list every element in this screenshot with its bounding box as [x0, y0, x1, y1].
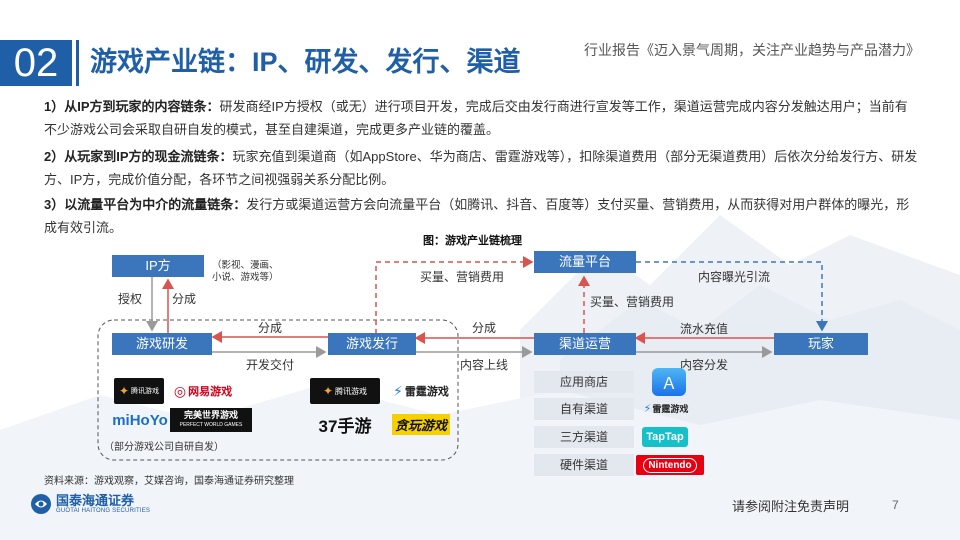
netease-games-logo: ◎网易游戏 [173, 382, 233, 399]
paragraph-lead: 1）从IP方到玩家的内容链条： [44, 99, 220, 114]
channel-hardware: 硬件渠道 [534, 454, 634, 476]
brand-name-en: GUOTAI HAITONG SECURITIES [56, 508, 151, 514]
disclaimer-note: 请参阅附注免责声明 [732, 499, 850, 514]
self-dev-note: （部分游戏公司自研自发） [104, 442, 224, 453]
label-dev-deliver: 开发交付 [246, 358, 295, 372]
label-share-channel-pub: 分成 [472, 321, 497, 335]
report-subtitle: 行业报告《迈入景气周期，关注产业趋势与产品潜力》 [584, 42, 920, 58]
label-share-pub-dev: 分成 [258, 321, 283, 335]
label-share-ip: 分成 [172, 292, 197, 306]
node-game-publish: 游戏发行 [328, 333, 416, 355]
paragraph-lead: 3）以流量平台为中介的流量链条： [44, 197, 247, 212]
page-title: 游戏产业链：IP、研发、发行、渠道 [90, 47, 521, 77]
taptap-logo: TapTap [642, 427, 688, 447]
brand-name: 国泰海通证券 [56, 493, 135, 508]
thunder-games-logo: ⚡雷霆游戏 [393, 382, 449, 399]
source-note: 资料来源：游戏观察，艾媒咨询，国泰海通证券研究整理 [44, 476, 294, 487]
node-player: 玩家 [774, 333, 868, 355]
paragraph-content-chain: 1）从IP方到玩家的内容链条：研发商经IP方授权（或无）进行项目开发，完成后交由… [44, 95, 920, 141]
label-authorize: 授权 [118, 292, 143, 306]
mihoyo-logo: miHoYo [112, 411, 168, 429]
paragraph-lead: 2）从玩家到IP方的现金流链条： [44, 149, 233, 164]
node-traffic-platform: 流量平台 [534, 251, 636, 273]
tencent-games-publisher-logo: ✦腾讯游戏 [310, 378, 380, 404]
label-revenue: 流水充值 [680, 322, 729, 336]
brand-logo: 国泰海通证券 GUOTAI HAITONG SECURITIES [30, 493, 150, 515]
section-divider [76, 40, 79, 86]
label-buy-ads-channel: 买量、营销费用 [590, 295, 675, 309]
paragraph-body: 发行方或渠道运营方会向流量平台（如腾讯、抖音、百度等）支付买量、营销费用，从而获… [44, 197, 910, 235]
nintendo-logo: Nintendo [636, 455, 704, 475]
paragraph-cash-chain: 2）从玩家到IP方的现金流链条：玩家充值到渠道商（如AppStore、华为商店、… [44, 145, 920, 191]
label-exposure: 内容曝光引流 [698, 270, 771, 284]
node-game-dev: 游戏研发 [112, 333, 212, 355]
section-number: 02 [0, 40, 72, 86]
label-distribution: 内容分发 [680, 358, 729, 372]
perfect-world-logo: 完美世界游戏 PERFECT WORLD GAMES [170, 408, 252, 432]
brand-mark-icon [31, 494, 51, 514]
label-content-online: 内容上线 [460, 358, 509, 372]
ip-note: （影视、漫画、小说、游戏等） [212, 260, 279, 283]
channel-own: 自有渠道 [534, 398, 634, 420]
node-ip: IP方 [112, 255, 204, 277]
app-store-icon: Ａ [652, 368, 686, 396]
figure-caption: 图：游戏产业链梳理 [423, 235, 522, 247]
paragraph-traffic-chain: 3）以流量平台为中介的流量链条：发行方或渠道运营方会向流量平台（如腾讯、抖音、百… [44, 193, 920, 239]
37-games-logo: 37手游 [318, 416, 372, 436]
channel-app-store: 应用商店 [534, 371, 634, 393]
node-channel-ops: 渠道运营 [534, 333, 636, 355]
paragraph-body: 玩家充值到渠道商（如AppStore、华为商店、雷霆游戏等），扣除渠道费用（部分… [44, 149, 918, 187]
page-number: 7 [892, 498, 899, 512]
thunder-games-channel-logo: ⚡雷霆游戏 [643, 402, 689, 415]
tencent-games-logo: ✦腾讯游戏 [114, 378, 164, 404]
tanwan-games-logo: 贪玩游戏 [386, 410, 456, 438]
label-buy-ads-publisher: 买量、营销费用 [420, 270, 505, 284]
paragraph-body: 研发商经IP方授权（或无）进行项目开发，完成后交由发行商进行宣发等工作，渠道运营… [44, 99, 908, 137]
channel-third-party: 三方渠道 [534, 426, 634, 448]
